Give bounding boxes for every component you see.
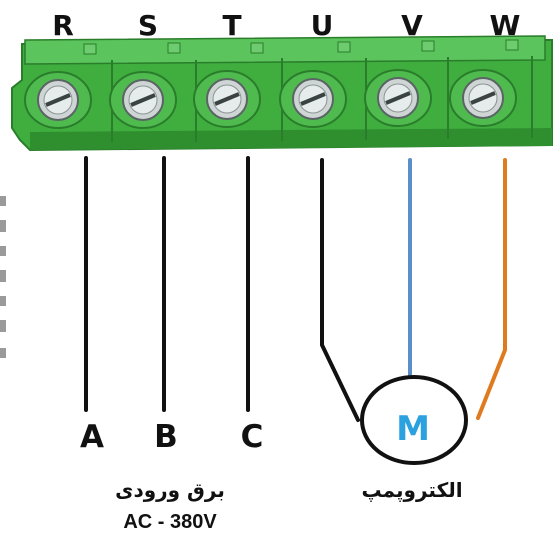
terminal-label-w: W [489,9,521,42]
screw-r [24,71,92,129]
screw-t [193,70,261,128]
motor-letter: M [396,409,430,449]
terminal-label-t: T [222,9,242,42]
side-marks [0,196,6,358]
screw-v [364,69,432,127]
motor-circle [360,375,468,465]
wires [84,156,507,422]
wire-label-a: A [80,419,104,455]
wire-label-c: C [240,419,264,455]
screw-w [449,69,517,127]
terminal-label-s: S [137,9,159,42]
power-input-caption: برق ورودی [115,478,225,502]
wire-w [476,158,507,420]
screw-s [109,71,177,129]
motor-caption: الکتروپمپ [361,478,463,502]
terminal-label-v: V [401,9,423,42]
terminal-screws [24,69,517,129]
wire-u [320,158,360,422]
terminal-label-r: R [52,9,74,42]
terminal-label-u: U [310,9,334,42]
wire-label-b: B [154,419,178,455]
voltage-caption: AC - 380V [123,511,217,533]
screw-u [279,70,347,128]
